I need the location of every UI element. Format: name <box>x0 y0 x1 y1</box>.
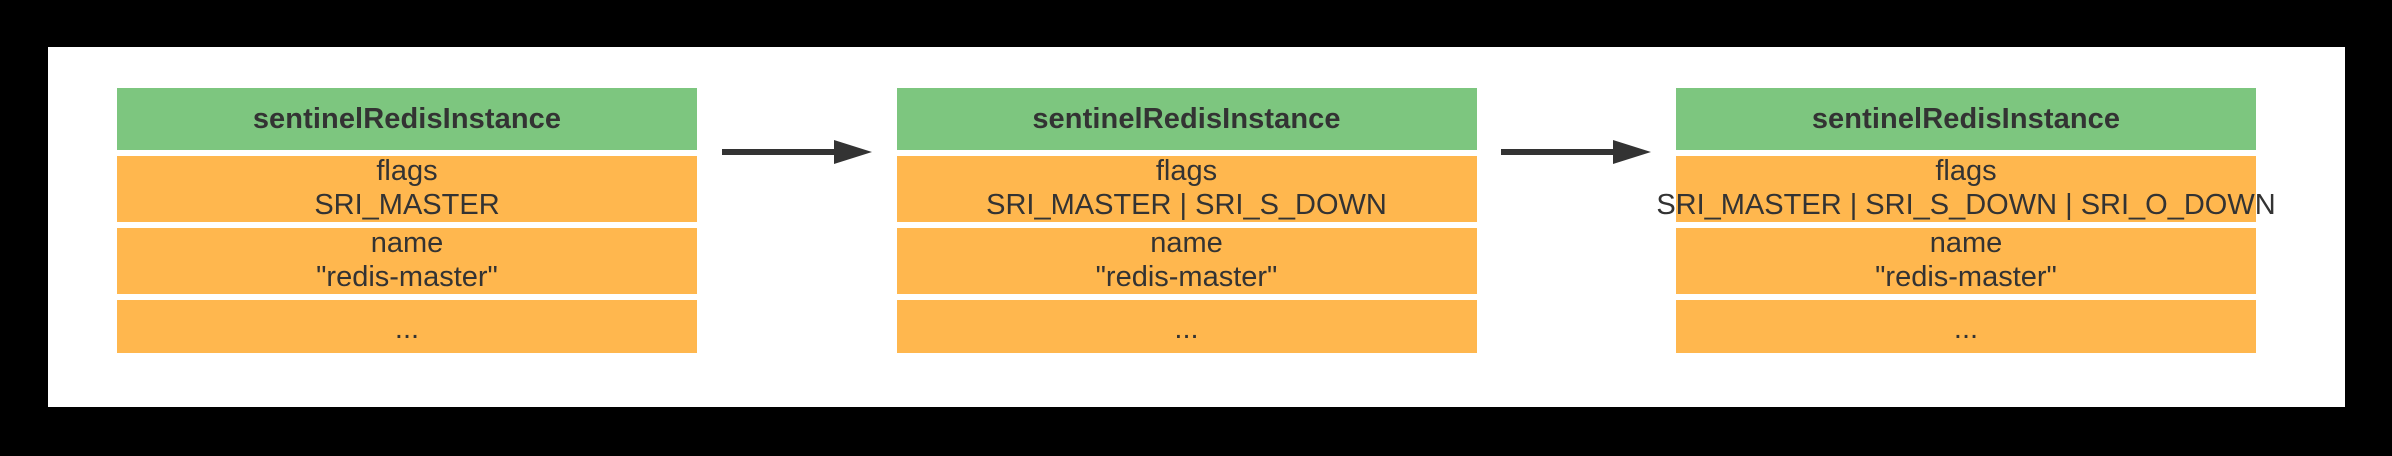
node-sentinel-redis-instance-2: sentinelRedisInstance flags SRI_MASTER |… <box>896 88 1477 353</box>
row-key: name <box>1150 227 1223 260</box>
node-title: sentinelRedisInstance <box>896 88 1477 150</box>
node-row-name: name "redis-master" <box>1676 227 2256 294</box>
connector-2 <box>1477 88 1677 216</box>
arrow-right-icon <box>721 140 872 164</box>
node-row-ellipsis: ... <box>117 300 697 353</box>
row-value: ... <box>1953 313 1979 346</box>
diagram-surface: sentinelRedisInstance flags SRI_MASTER n… <box>48 47 2345 407</box>
row-value: SRI_MASTER | SRI_S_DOWN <box>986 189 1387 221</box>
row-value: "redis-master" <box>1875 261 2057 293</box>
node-row-ellipsis: ... <box>896 300 1477 353</box>
node-row-name: name "redis-master" <box>117 227 697 294</box>
arrow-right-icon <box>1501 140 1652 164</box>
row-key: flags <box>376 155 438 188</box>
row-key: flags <box>1155 155 1218 188</box>
row-key: name <box>1929 227 2003 260</box>
row-value: "redis-master" <box>1095 261 1278 293</box>
row-value: ... <box>1174 313 1199 346</box>
row-key: name <box>370 227 444 260</box>
connector-1 <box>697 88 897 216</box>
node-title: sentinelRedisInstance <box>1676 88 2256 150</box>
node-row-flags: flags SRI_MASTER | SRI_S_DOWN | SRI_O_DO… <box>1656 155 2276 222</box>
row-key: flags <box>1935 155 1997 188</box>
node-sentinel-redis-instance-3: sentinelRedisInstance flags SRI_MASTER |… <box>1656 88 2276 353</box>
row-value: SRI_MASTER <box>314 189 500 221</box>
node-sentinel-redis-instance-1: sentinelRedisInstance flags SRI_MASTER n… <box>117 88 697 353</box>
node-row-name: name "redis-master" <box>896 227 1477 294</box>
row-value: ... <box>394 313 420 346</box>
node-row-flags: flags SRI_MASTER <box>117 155 697 222</box>
node-row-ellipsis: ... <box>1676 300 2256 353</box>
node-title: sentinelRedisInstance <box>117 88 697 150</box>
row-value: "redis-master" <box>316 261 498 293</box>
node-row-flags: flags SRI_MASTER | SRI_S_DOWN <box>896 155 1477 222</box>
state-transition-flow: sentinelRedisInstance flags SRI_MASTER n… <box>48 47 2345 407</box>
row-value: SRI_MASTER | SRI_S_DOWN | SRI_O_DOWN <box>1656 189 2276 221</box>
